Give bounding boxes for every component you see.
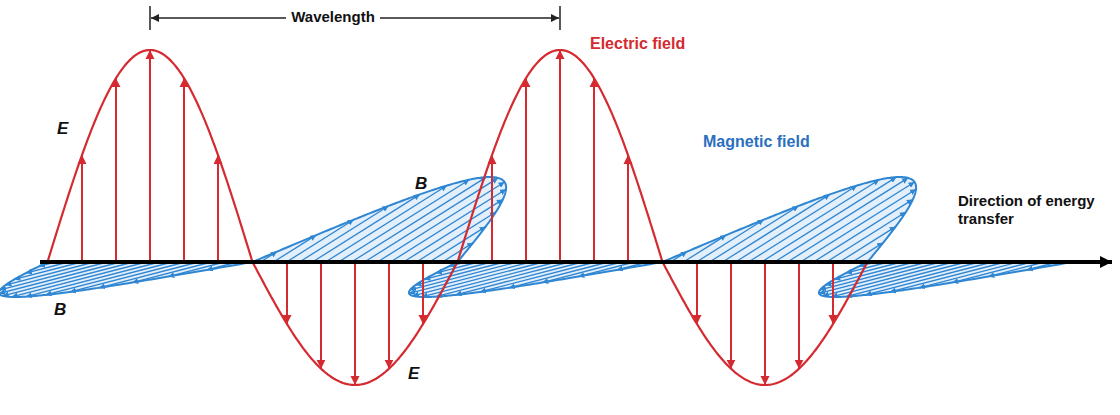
magnetic-vector: [840, 227, 896, 262]
dimension-label: Wavelength: [286, 8, 380, 26]
magnetic-vector: [5, 262, 94, 285]
electric-vector: [115, 78, 117, 262]
symbol-label: B: [415, 174, 427, 194]
magnetic-vector: [26, 262, 160, 297]
electric-vector: [81, 155, 83, 262]
electric-vector: [388, 262, 390, 369]
propagation-axis: [40, 262, 1112, 263]
magnetic-vector: [378, 182, 505, 262]
bracket-tick: [559, 6, 561, 30]
electric-wave: [48, 50, 867, 385]
magnetic-vector: [825, 262, 914, 285]
magnetic-vector: [762, 177, 897, 262]
lobe-fill: [663, 177, 917, 262]
electric-vector: [798, 262, 800, 369]
magnetic-vector: [391, 189, 507, 262]
magnetic-vector: [542, 262, 621, 283]
magnetic-vector: [300, 206, 389, 262]
magnetic-vector: [697, 220, 764, 262]
electric-vector: [286, 262, 288, 324]
lobe-outline: [663, 177, 917, 262]
lobe-outline: [253, 177, 507, 262]
electric-vector: [593, 78, 595, 262]
magnetic-vector: [814, 199, 913, 262]
magnetic-vector: [684, 235, 727, 262]
electric-vector: [354, 262, 356, 385]
magnetic-vector: [801, 189, 917, 262]
lobe-fill: [0, 262, 252, 297]
symbol-label: B: [54, 300, 66, 320]
magnetic-vector: [413, 262, 544, 296]
electric-vector: [320, 262, 322, 369]
magnetic-vector: [952, 262, 1031, 283]
magnetic-vector: [3, 262, 134, 296]
electric-vector: [491, 155, 493, 262]
axis-line: [40, 260, 1112, 264]
electric-vector: [764, 262, 766, 385]
electric-vector: [627, 155, 629, 262]
wavelength-bracket: [150, 6, 560, 30]
electric-vector: [525, 78, 527, 262]
electric-vector: [422, 262, 424, 324]
magnetic-lobe: [253, 177, 507, 262]
electric-vector: [559, 50, 561, 262]
magnetic-lobe: [0, 262, 252, 297]
magnetic-vector: [827, 212, 906, 262]
magnetic-vector: [404, 199, 503, 262]
magnetic-vector: [12, 262, 147, 297]
electric-vector: [149, 50, 151, 262]
magnetic-field-lobes: [0, 177, 1072, 297]
magnetic-lobe: [663, 177, 917, 262]
magnetic-vector: [313, 194, 420, 262]
field-label: Electric field: [590, 34, 685, 53]
lobe-fill: [253, 177, 507, 262]
electric-vector: [696, 262, 698, 324]
magnetic-vector: [417, 212, 496, 262]
magnetic-vector: [132, 262, 211, 283]
electric-field-curve: [48, 50, 867, 385]
bracket-tick: [149, 6, 151, 30]
magnetic-vector: [274, 235, 317, 262]
lobe-outline: [0, 262, 252, 297]
magnetic-vector: [788, 182, 915, 262]
field-label: Magnetic field: [703, 132, 810, 151]
magnetic-vector: [723, 194, 830, 262]
electric-vector: [730, 262, 732, 369]
axis-label: Direction of energy transfer: [958, 192, 1106, 228]
magnetic-vector: [710, 206, 799, 262]
electric-vector: [183, 78, 185, 262]
magnetic-vector: [853, 243, 884, 262]
magnetic-vector: [823, 262, 954, 296]
symbol-label: E: [408, 364, 419, 384]
electric-vector: [832, 262, 834, 324]
magnetic-vector: [430, 227, 486, 262]
magnetic-vector: [415, 262, 504, 285]
magnetic-vector: [287, 220, 354, 262]
symbol-label: E: [57, 119, 68, 139]
electric-vector: [217, 155, 219, 262]
